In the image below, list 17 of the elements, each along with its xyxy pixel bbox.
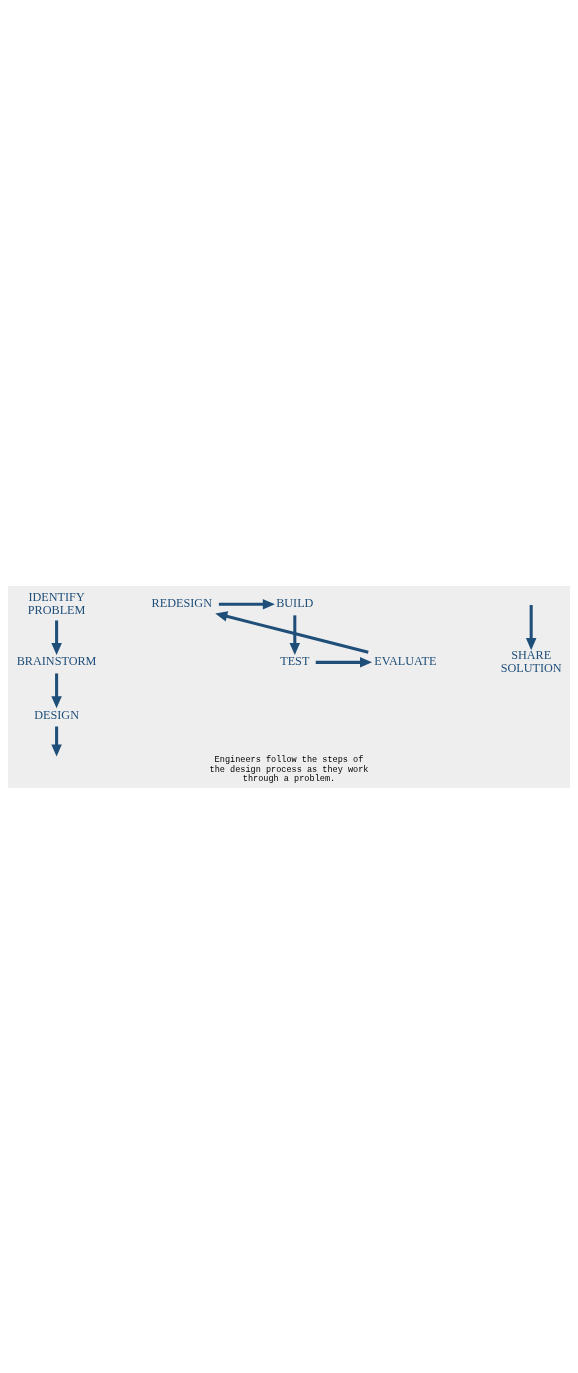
node-text: DESIGN	[34, 707, 79, 722]
node-text: BUILD	[276, 595, 314, 610]
arrow	[51, 672, 62, 708]
arrow	[315, 656, 373, 668]
arrow	[51, 726, 62, 756]
node-text: IDENTIFY PROBLEM	[27, 589, 86, 617]
arrow	[215, 610, 369, 654]
arrow	[525, 604, 537, 650]
node-text: BRAINSTORM	[16, 653, 97, 668]
arrow	[218, 598, 275, 610]
arrow	[289, 614, 301, 655]
node-text: EVALUATE	[374, 653, 437, 668]
caption: Engineers follow the steps of the design process as they work through a problem.	[209, 754, 369, 784]
node-text: SHARE SOLUTION	[500, 647, 562, 675]
arrow	[51, 619, 62, 655]
node-text: TEST	[280, 653, 310, 668]
node-text: REDESIGN	[151, 595, 212, 610]
